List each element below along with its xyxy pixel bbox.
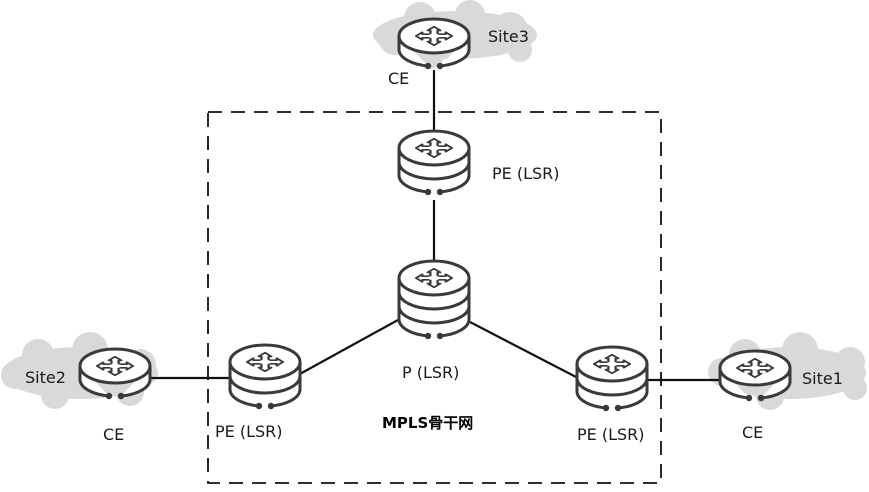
ce-site2-label: CE [103,425,124,444]
pe-right-router-icon [575,345,649,412]
backbone-label: MPLS骨干网 [382,414,473,432]
pe-right-label: PE (LSR) [577,425,645,444]
site1-label: Site1 [802,369,843,388]
mpls-backbone-boundary [207,111,662,484]
p-center-label: P (LSR) [402,363,459,382]
link-p-pe-left [297,319,399,376]
link-p-pe-right [469,321,579,379]
ce-site2-router-icon [78,347,152,400]
site3-label: Site3 [488,27,529,46]
pe-top-label: PE (LSR) [492,164,560,183]
ce-site3-router-icon [397,17,471,70]
ce-site1-label: CE [742,423,763,442]
pe-top-router-icon [397,129,471,196]
pe-left-label: PE (LSR) [215,422,283,441]
site2-label: Site2 [25,368,66,387]
ce-site1-router-icon [718,349,792,402]
pe-left-router-icon [228,343,302,410]
ce-site3-label: CE [388,69,409,88]
p-center-router-icon [397,259,471,340]
